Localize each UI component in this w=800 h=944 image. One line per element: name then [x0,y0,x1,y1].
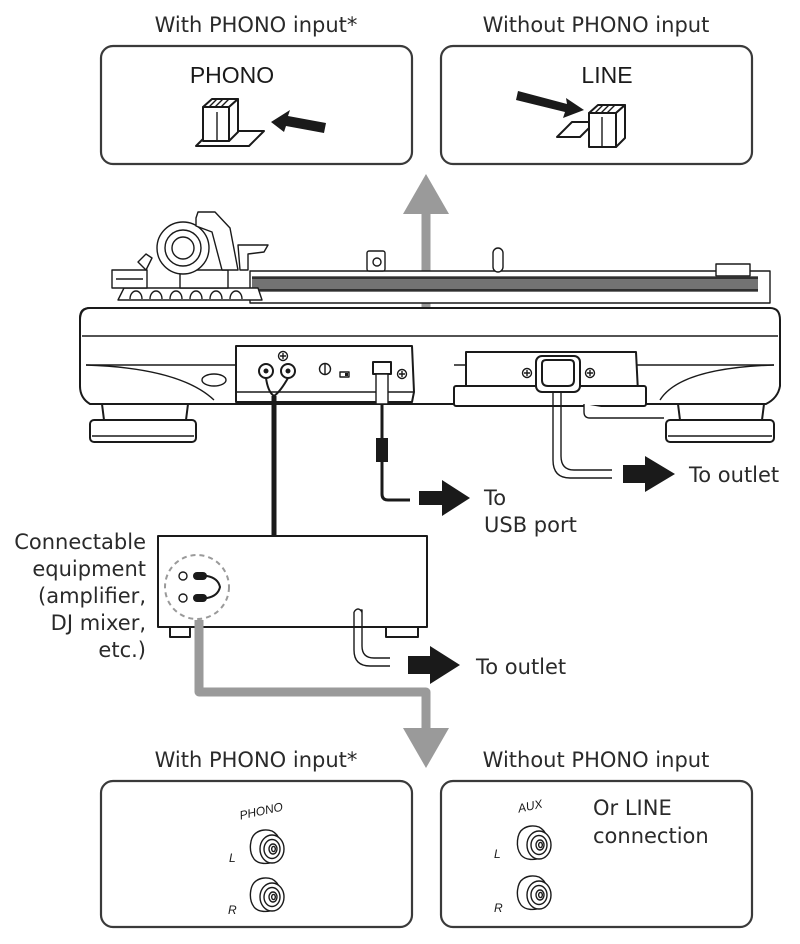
arrow-right-icon [419,480,470,516]
line-note-line2: connection [593,824,709,848]
tonearm [111,211,269,301]
left-foot [89,419,197,443]
switch-label-phono: PHONO [190,62,274,88]
platter-dots [252,276,758,292]
arrow-up-icon [403,174,449,214]
arrow-down-icon [403,728,449,768]
input-jacks-highlight [164,554,230,620]
arrow-right-icon [516,91,584,118]
rear-panel-power [453,351,664,419]
top-panel-heading: With PHONO input* [155,13,358,37]
equipment-label-line4: DJ mixer, [51,611,146,635]
channel-label-right: R [494,901,503,915]
usb-port [372,361,392,375]
outlet-callout-turntable: To outlet [688,463,779,487]
outlet-callout-equipment: To outlet [475,655,566,679]
line-note-line1: Or LINE [593,796,672,820]
channel-label-left: L [229,851,236,865]
equipment-label-line5: etc.) [98,638,146,662]
equipment-label-line2: equipment [32,557,146,581]
channel-label-left: L [494,847,501,861]
panel-frame [99,44,414,166]
top-panel-with-phono: With PHONO input* PHONO [99,13,414,166]
selector-switch-icon [195,98,265,147]
input-jack [178,593,188,603]
connectable-equipment: Connectable equipment (amplifier, DJ mix… [14,530,566,684]
bottom-panel-without-phono: Without PHONO input AUX L R Or LINE conn… [439,748,754,929]
channel-label-right: R [228,903,237,917]
ferrite-core-icon [376,438,388,462]
input-signal-path [194,620,449,768]
equipment-box [157,535,428,628]
equipment-label-line3: (amplifier, [38,584,146,608]
top-panel-heading: Without PHONO input [483,13,710,37]
bottom-panel-with-phono: With PHONO input* PHONO L R [99,748,414,929]
arrow-right-icon [623,456,675,492]
usb-callout-line2: USB port [484,513,577,537]
turntable [79,211,781,443]
phono-line-switch[interactable] [339,371,350,378]
switch-label-line: LINE [581,62,632,88]
arrow-left-icon [271,110,326,133]
power-cable-turntable: To outlet [552,392,779,492]
bottom-panel-heading: With PHONO input* [155,748,358,772]
usb-callout-line1: To [483,486,506,510]
top-panel-without-phono: Without PHONO input LINE [439,13,754,166]
input-jack [178,571,188,581]
jack-label-aux: AUX [516,796,545,815]
arrow-right-icon [408,646,460,684]
right-foot [665,419,775,443]
selector-switch-icon [556,104,626,148]
ground-terminal-icon [318,362,332,376]
equipment-label-line1: Connectable [14,530,146,554]
usb-cable: To USB port [375,373,577,537]
bottom-panel-heading: Without PHONO input [483,748,710,772]
